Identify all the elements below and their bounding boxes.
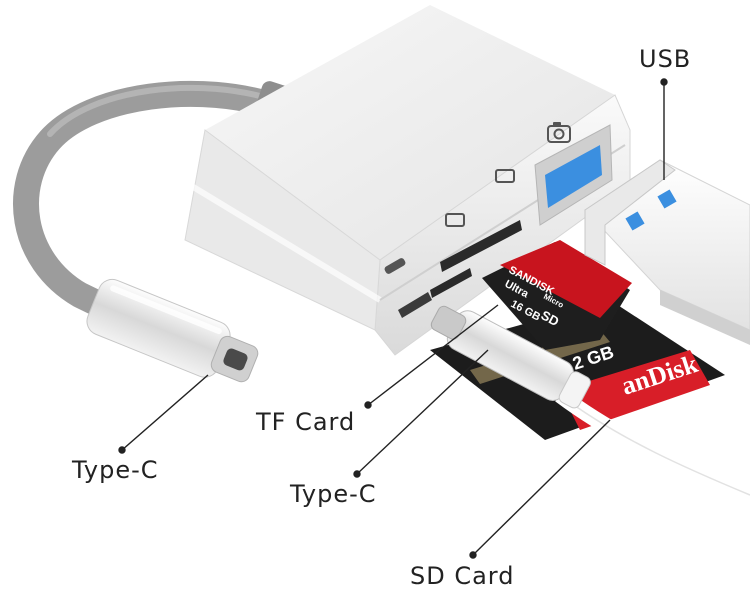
sd-leader bbox=[472, 419, 611, 556]
tf-leader bbox=[367, 304, 499, 406]
type-c-cable-right bbox=[430, 305, 750, 503]
cable bbox=[13, 80, 293, 325]
cable-highlight bbox=[47, 84, 283, 137]
usb-a-port bbox=[534, 124, 613, 226]
usb-a-plug bbox=[584, 159, 750, 345]
type-c-left-leader bbox=[121, 374, 209, 451]
charge-icon bbox=[384, 258, 406, 274]
type-c-plug-label: Type-C bbox=[290, 480, 377, 508]
type-c-right-leader bbox=[356, 349, 489, 475]
microsd-format: SD bbox=[539, 307, 562, 329]
sd-slot-icon bbox=[495, 169, 515, 183]
type-c-port-label: Type-C bbox=[72, 456, 159, 484]
tf-slot bbox=[440, 220, 522, 272]
microsd-card: SANDISK Ultra 16 GB Micro SD bbox=[482, 240, 632, 350]
usb-label: USB bbox=[639, 45, 692, 73]
camera-icon bbox=[547, 122, 571, 143]
usb-contact-1 bbox=[657, 189, 677, 209]
sd-slot bbox=[430, 268, 472, 298]
tf-card-label: TF Card bbox=[256, 408, 356, 436]
usb-contact-2 bbox=[625, 211, 645, 231]
sd-card-label: SD Card bbox=[410, 562, 515, 590]
type-c-slot bbox=[398, 292, 432, 318]
type-c-plug bbox=[86, 278, 259, 383]
tf-slot-icon bbox=[445, 213, 465, 227]
